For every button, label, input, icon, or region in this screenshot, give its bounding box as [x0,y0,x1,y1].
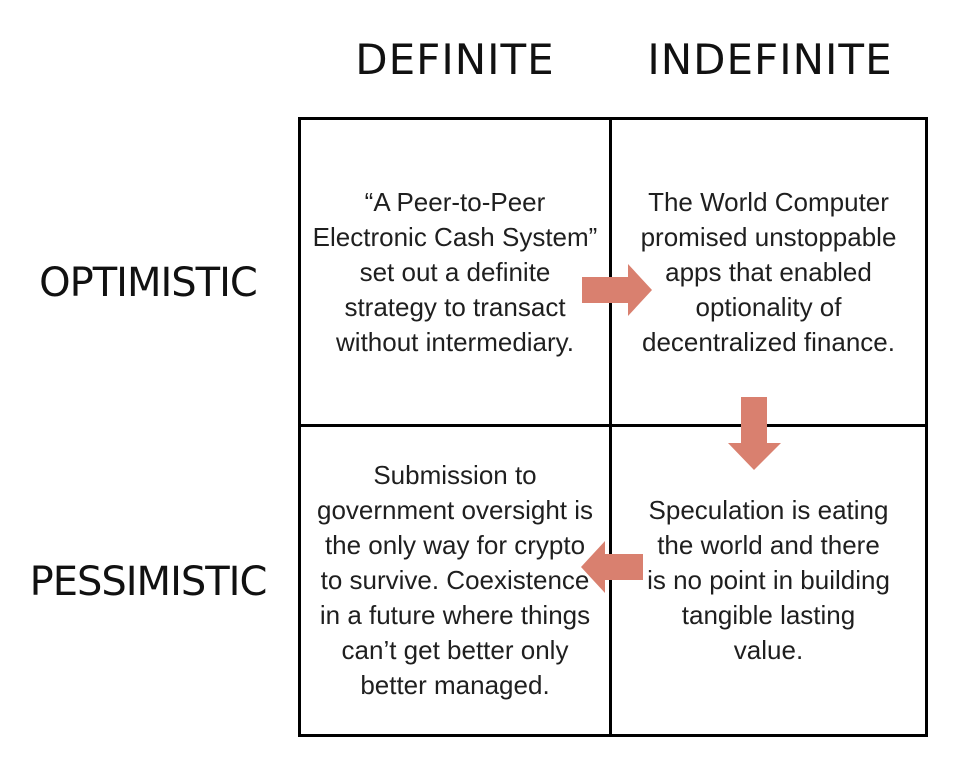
cell-indefinite-optimistic-text: The World Computer promised unstoppable … [640,186,897,357]
cell-definite-pessimistic-text: Submission to government oversight is th… [316,460,594,700]
cell-indefinite-pessimistic-text: Speculation is eating the world and ther… [647,495,890,665]
cell-definite-optimistic-text: “A Peer-to-Peer Electronic Cash System” … [312,186,598,357]
column-header-definite: DEFINITE [355,34,555,84]
cell-indefinite-pessimistic: Speculation is eating the world and ther… [612,427,925,734]
matrix-grid: “A Peer-to-Peer Electronic Cash System” … [298,117,928,737]
cell-indefinite-optimistic: The World Computer promised unstoppable … [612,120,925,427]
row-header-pessimistic: PESSIMISTIC [29,559,268,605]
cell-definite-optimistic: “A Peer-to-Peer Electronic Cash System” … [301,120,612,427]
row-header-optimistic: OPTIMISTIC [39,260,258,306]
column-header-indefinite: INDEFINITE [647,34,893,84]
cell-definite-pessimistic: Submission to government oversight is th… [301,427,612,734]
